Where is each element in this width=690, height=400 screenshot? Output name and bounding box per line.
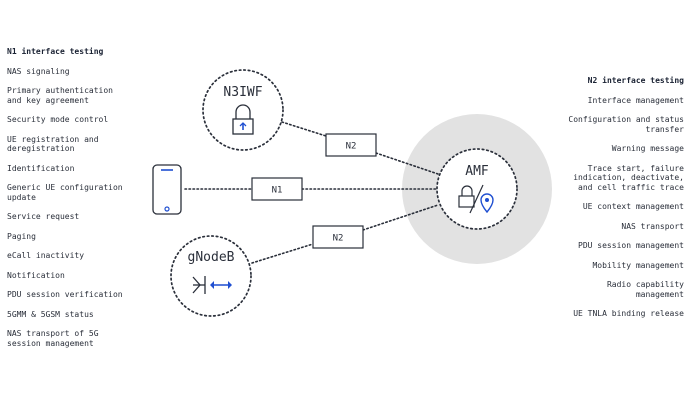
n3iwf-label: N3IWF <box>223 85 262 100</box>
amf-node: AMF <box>436 148 518 230</box>
n2-list-item: Radio capability management <box>606 280 684 299</box>
n1-list-item: NAS transport of 5G session management <box>7 329 99 348</box>
link-n2-to-amf-bottom <box>362 204 439 231</box>
n2-list-item: Interface management <box>587 95 684 105</box>
n1-list-item: Primary authentication and key agreement <box>7 86 113 105</box>
padlock-icon <box>458 185 475 208</box>
n1-testing-list: N1 interface testing NAS signaling Prima… <box>7 47 147 348</box>
n1-list-item: UE registration and deregistration <box>7 134 99 154</box>
location-pin-icon <box>480 193 494 214</box>
n2-list-item: Mobility management <box>592 260 684 270</box>
n1-list-item: Security mode control <box>7 115 109 124</box>
link-gnodeb-to-n2 <box>251 243 314 264</box>
n2-top-box: N2 <box>325 133 377 157</box>
n2-list-item: PDU session management <box>578 241 684 250</box>
divider-slash <box>469 184 484 214</box>
n1-list-item: Generic UE configuration update <box>7 183 123 202</box>
n2-testing-title: N2 interface testing <box>587 76 684 85</box>
n2-top-label: N2 <box>346 142 357 152</box>
n1-list-item: PDU session verification <box>7 290 123 299</box>
n1-box: N1 <box>251 177 303 201</box>
antenna-icon <box>192 276 232 294</box>
amf-label: AMF <box>465 164 489 179</box>
n1-list-item: Notification <box>7 270 65 280</box>
n2-list-item: NAS transport <box>621 221 684 231</box>
n3iwf-node: N3IWF <box>202 69 284 151</box>
n1-list-item: Paging <box>7 231 36 241</box>
n2-list-item: Configuration and status transfer <box>568 115 684 134</box>
n2-list-item: UE TNLA binding release <box>573 309 684 318</box>
n1-testing-title: N1 interface testing <box>7 47 104 56</box>
n2-list-item: Trace start, failure indication, deactiv… <box>573 163 684 192</box>
n1-list-item: 5GMM & 5GSM status <box>7 309 94 319</box>
n2-testing-list: N2 interface testing Interface managemen… <box>534 76 684 319</box>
n1-list-item: NAS signaling <box>7 66 70 76</box>
n1-list-item: eCall inactivity <box>7 251 85 260</box>
n2-list-item: Warning message <box>611 144 684 153</box>
n2-list-item: UE context management <box>582 202 684 211</box>
n1-list-item: Identification <box>7 163 75 173</box>
link-n2-to-amf-top <box>375 152 439 175</box>
n1-label: N1 <box>272 186 283 196</box>
n2-bottom-label: N2 <box>333 234 344 244</box>
gnodeb-label: gNodeB <box>188 250 235 265</box>
smartphone-icon <box>152 164 182 215</box>
gnodeb-node: gNodeB <box>170 235 252 317</box>
n2-bottom-box: N2 <box>312 225 364 249</box>
padlock-icon <box>232 104 254 135</box>
n1-list-item: Service request <box>7 212 80 221</box>
link-n3iwf-to-n2 <box>281 121 327 137</box>
